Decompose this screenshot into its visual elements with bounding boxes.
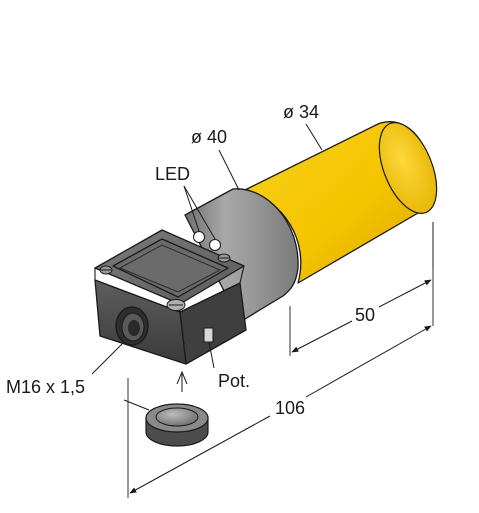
thread-size-label: M16 x 1,5 [6, 377, 85, 397]
housing-screw-front [166, 299, 186, 311]
led-indicator-1 [193, 231, 205, 243]
diameter-40-label: ø 40 [191, 127, 227, 147]
insert-arrow-icon [176, 370, 188, 392]
dimension-106-label: 106 [275, 398, 305, 418]
housing-screw-back [217, 253, 231, 263]
potentiometer-slot [203, 327, 214, 343]
cable-gland [145, 403, 209, 447]
diameter-34-label: ø 34 [283, 102, 319, 122]
sensor-collar [184, 188, 299, 323]
sensor-face [378, 121, 438, 215]
sensor-sleeve [244, 121, 438, 284]
housing-screw-left [99, 265, 113, 275]
dimension-106: 106 [129, 325, 432, 494]
potentiometer-label: Pot. [218, 371, 250, 391]
dimension-50-label: 50 [355, 305, 375, 325]
sensor-housing [94, 229, 247, 365]
led-label: LED [155, 164, 190, 184]
led-indicator-2 [209, 239, 221, 251]
cable-entry-port [115, 306, 149, 346]
dimension-50: 50 [291, 279, 432, 353]
